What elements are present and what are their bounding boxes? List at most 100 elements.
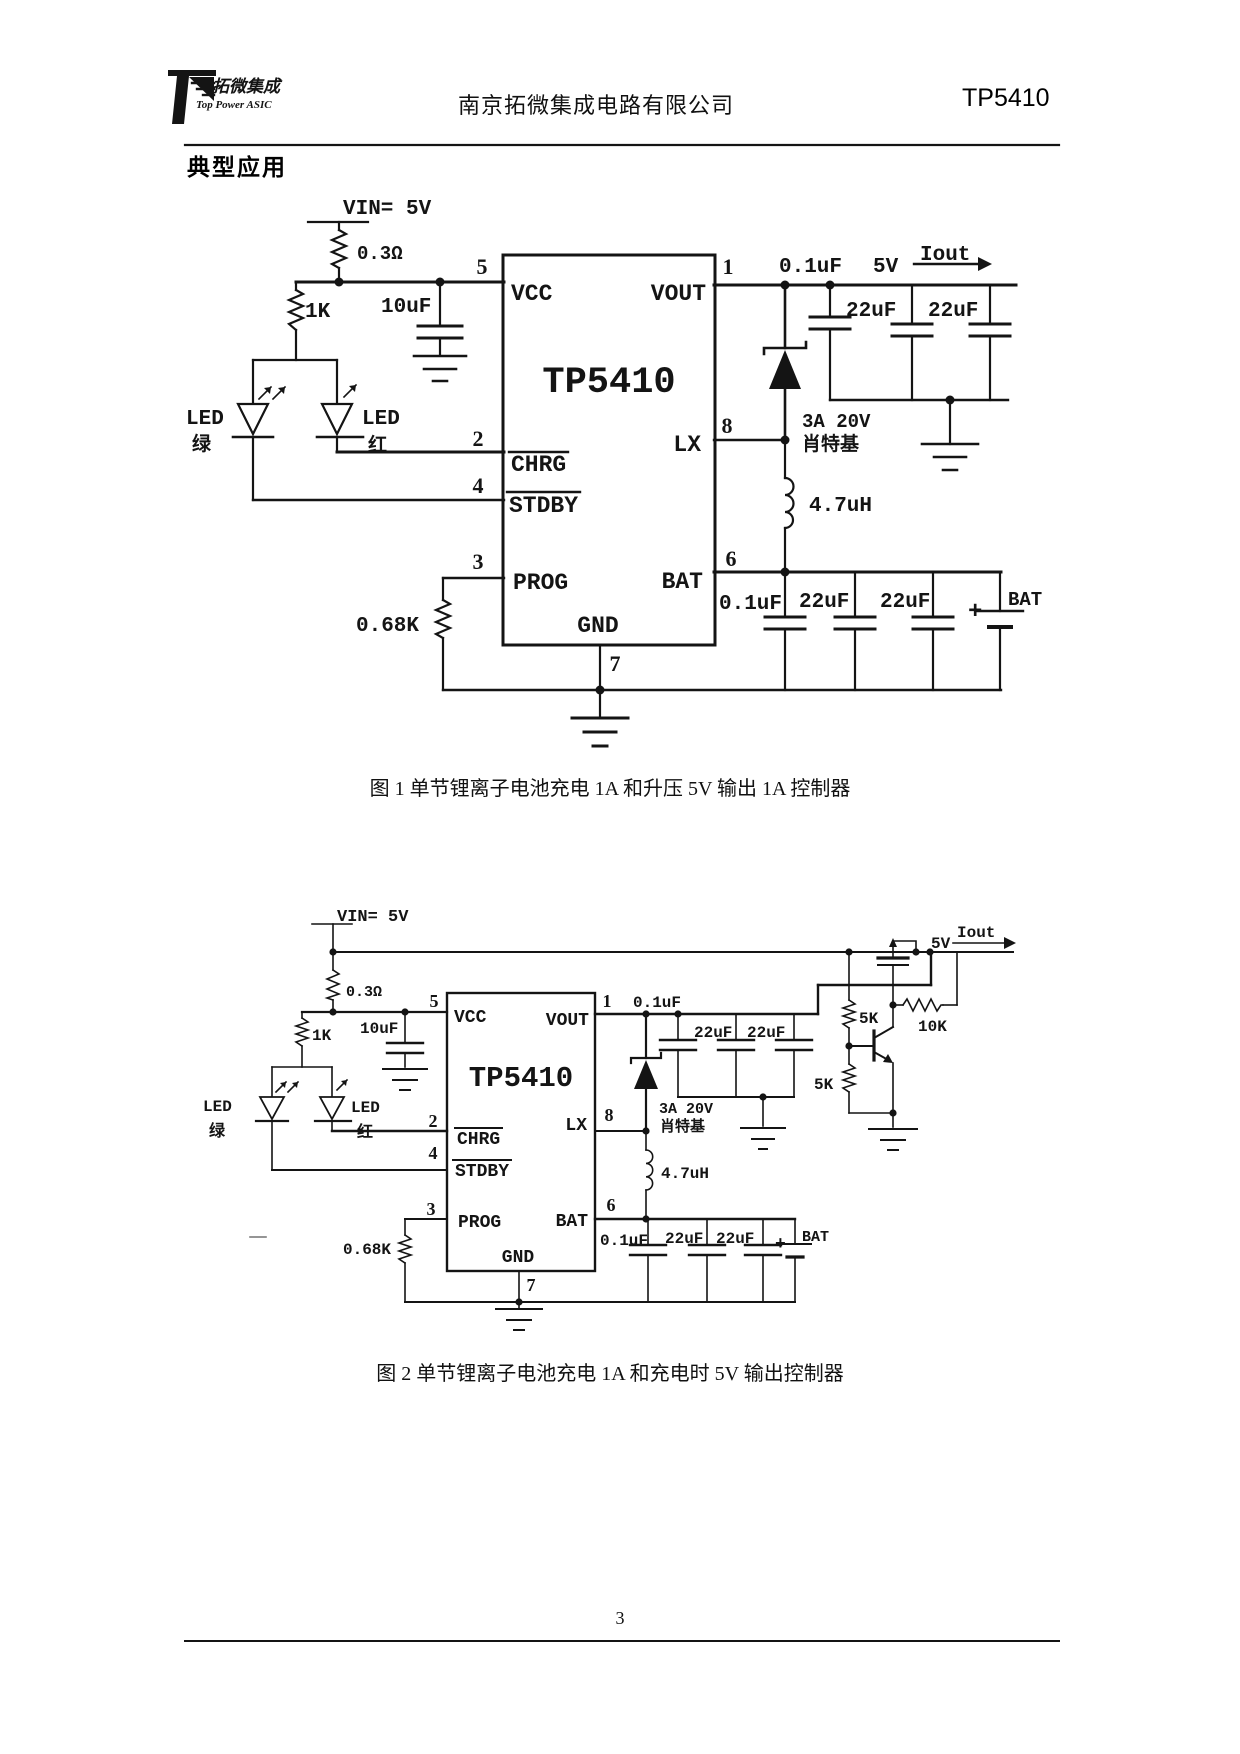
fig1-diode-type-label: 肖特基 (802, 432, 860, 455)
fig1-pin-label-vcc: VCC (511, 281, 553, 307)
fig2-pin-label-vout: VOUT (546, 1011, 589, 1031)
fig2-vin-label: VIN= 5V (337, 908, 409, 927)
fig1-pin-label-stdby: STDBY (509, 493, 578, 519)
fig2-feedback-network (840, 951, 958, 1151)
fig1-inductor (712, 438, 795, 574)
fig1-prog-resistor-label: 0.68K (356, 615, 419, 638)
fig1-diode-rating-label: 3A 20V (802, 411, 871, 433)
fig2-output-capacitors (658, 1013, 814, 1150)
fig2-pulldown-resistor-label: 5K (814, 1076, 834, 1094)
fig2-battery-plus: + (775, 1235, 786, 1255)
fig2-battery-label: BAT (802, 1229, 829, 1246)
fig2-bat-cap2-label: 22uF (665, 1230, 703, 1248)
fig1-led-green (231, 385, 287, 439)
fig2-pin2-number: 2 (429, 1111, 438, 1131)
fig2-bat-cap-label: 0.1uF (600, 1232, 648, 1250)
fig2-junction-dots (329, 948, 934, 1306)
fig1-pin2-number: 2 (473, 426, 484, 451)
fig2-pin3-number: 3 (427, 1199, 436, 1219)
fig2-led-red-color: 红 (357, 1122, 373, 1141)
company-logo: 拓微集成 Top Power ASIC (168, 70, 283, 124)
fig2-led-red-label: LED (351, 1099, 380, 1117)
fig1-ground-rail (441, 643, 1003, 748)
fig2-pullup-resistor-label: 5K (859, 1010, 879, 1028)
fig2-led-green-color: 绿 (209, 1121, 226, 1140)
fig1-inductor-label: 4.7uH (809, 495, 872, 518)
page-number: 3 (615, 1608, 625, 1628)
fig1-input-resistor-label: 0.3Ω (357, 243, 403, 265)
fig2-led-green-label: LED (203, 1098, 232, 1116)
fig2-led-red (313, 1078, 353, 1123)
fig1-output-capacitors (808, 283, 1012, 472)
fig1-pin-label-gnd: GND (577, 613, 618, 639)
fig2-pass-mosfet (876, 938, 917, 1006)
figure-1-schematic: TP5410 VCC VOUT CHRG LX STDBY PROG BAT G… (186, 198, 1042, 748)
fig2-bat-cap3-label: 22uF (716, 1230, 754, 1248)
fig2-pin-label-prog: PROG (458, 1213, 501, 1233)
fig2-input-wires (271, 923, 1014, 1171)
fig2-inductor (594, 1130, 654, 1220)
fig2-led-resistor-label: 1K (312, 1027, 332, 1045)
fig1-bat-cap3-label: 22uF (880, 591, 930, 614)
fig1-chip-body (501, 253, 717, 647)
fig2-pin8-number: 8 (605, 1105, 614, 1125)
fig2-pin5-number: 5 (430, 991, 439, 1011)
fig1-output-cap3-label: 22uF (928, 300, 978, 323)
logo-cn-text: 拓微集成 (212, 77, 283, 96)
figure-2-caption: 图 2 单节锂离子电池充电 1A 和充电时 5V 输出控制器 (376, 1363, 844, 1385)
fig2-pin-label-vcc: VCC (454, 1008, 487, 1028)
fig2-pin-label-stdby: STDBY (455, 1162, 509, 1182)
fig1-output-rail (712, 257, 1018, 287)
fig2-led-green (254, 1080, 300, 1123)
fig1-pin-label-prog: PROG (513, 570, 568, 596)
logo-stem (172, 76, 189, 124)
section-title: 典型应用 (187, 154, 287, 180)
fig2-prog-resistor-label: 0.68K (343, 1241, 391, 1259)
fig2-output-cap3-label: 22uF (747, 1024, 785, 1042)
fig1-pin-label-bat: BAT (662, 569, 704, 595)
part-number: TP5410 (962, 84, 1050, 112)
fig1-pin-label-chrg: CHRG (511, 452, 566, 478)
fig1-input-cap-label: 10uF (381, 296, 431, 319)
fig1-junction-dots (334, 277, 955, 695)
fig2-pin7-number: 7 (527, 1275, 536, 1295)
fig1-battery-rail (712, 570, 1025, 692)
fig2-diode-type-label: 肖特基 (660, 1117, 706, 1135)
fig1-pin3-number: 3 (473, 549, 484, 574)
fig2-pin-label-chrg: CHRG (457, 1130, 500, 1150)
fig2-pin4-number: 4 (429, 1143, 438, 1163)
fig1-chip-name: TP5410 (542, 362, 675, 404)
fig1-led-green-color: 绿 (192, 432, 212, 455)
fig2-pin-label-bat: BAT (556, 1212, 589, 1232)
fig1-battery-label: BAT (1008, 589, 1042, 611)
fig2-input-resistor-label: 0.3Ω (346, 984, 382, 1001)
fig2-pin-label-lx: LX (565, 1116, 587, 1136)
fig2-5v-label: 5V (931, 935, 951, 953)
fig1-bat-cap2-label: 22uF (799, 591, 849, 614)
company-name: 南京拓微集成电路有限公司 (458, 93, 735, 118)
fig1-pin-label-vout: VOUT (651, 281, 706, 307)
fig2-inductor-label: 4.7uH (661, 1165, 709, 1183)
fig2-diode-rating-label: 3A 20V (659, 1101, 713, 1118)
fig2-gate-resistor-label: 10K (918, 1018, 947, 1036)
fig1-led-resistor-label: 1K (305, 301, 331, 324)
fig1-pin5-number: 5 (477, 254, 488, 279)
fig1-battery-plus: + (968, 599, 982, 626)
fig1-prog-resistor (433, 576, 506, 692)
fig1-led-red (315, 383, 365, 439)
fig2-input-cap-label: 10uF (360, 1020, 398, 1038)
fig1-pin8-number: 8 (722, 413, 733, 438)
fig1-led-red-label: LED (362, 408, 400, 431)
fig1-input-capacitor (412, 280, 468, 383)
fig1-iout-label: Iout (920, 244, 970, 267)
fig1-pin1-number: 1 (723, 254, 734, 279)
fig2-chip-name: TP5410 (469, 1062, 573, 1095)
logo-top-bar (168, 70, 216, 76)
fig2-input-capacitor (382, 1011, 428, 1091)
fig1-output-cap2-label: 22uF (846, 300, 896, 323)
fig2-schottky-diode (629, 1012, 663, 1133)
fig1-schottky-diode (762, 283, 808, 442)
fig1-pin6-number: 6 (726, 546, 737, 571)
